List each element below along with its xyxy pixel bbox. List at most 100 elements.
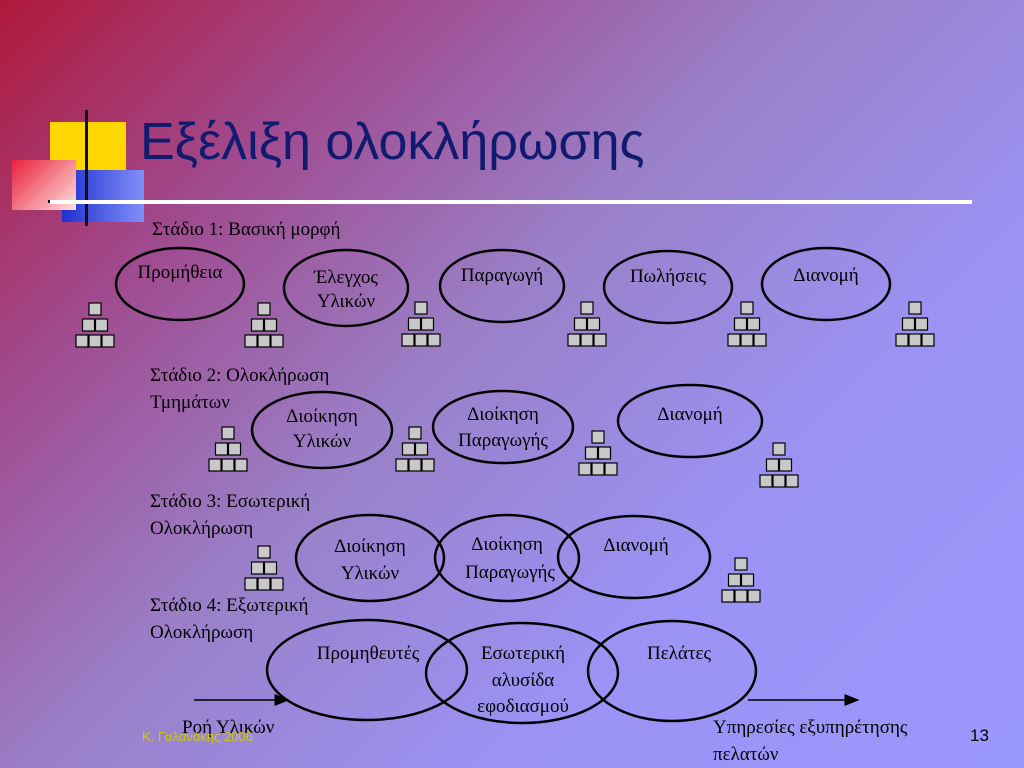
hierarchy-box xyxy=(81,318,96,332)
stage1-node-label: Υλικών xyxy=(317,291,376,312)
stage1-node-label: Διανομή xyxy=(793,265,859,286)
box-pyramid xyxy=(395,426,435,472)
hierarchy-box xyxy=(727,333,741,347)
stage2-ellipse-materials-mgmt xyxy=(250,390,394,470)
hierarchy-box xyxy=(420,317,435,331)
hierarchy-box xyxy=(567,333,581,347)
hierarchy-box xyxy=(584,446,599,460)
hierarchy-box xyxy=(263,561,278,575)
stage4-ellipse-suppliers xyxy=(265,618,469,722)
hierarchy-box xyxy=(772,474,786,488)
hierarchy-box xyxy=(414,301,428,315)
hierarchy-box xyxy=(573,317,588,331)
stage-label-line: Στάδιο 3: Εσωτερική xyxy=(150,491,311,512)
hierarchy-box xyxy=(208,458,222,472)
hierarchy-box xyxy=(221,426,235,440)
hierarchy-box xyxy=(591,462,605,476)
hierarchy-box xyxy=(734,557,748,571)
hierarchy-box xyxy=(88,302,102,316)
hierarchy-box xyxy=(753,333,767,347)
stage-label-line: Ολοκλήρωση xyxy=(150,518,254,539)
hierarchy-box xyxy=(604,462,618,476)
hierarchy-box xyxy=(407,317,422,331)
hierarchy-box xyxy=(901,317,916,331)
stage1-ellipse-distribution xyxy=(760,246,892,322)
stage2-ellipse-distribution xyxy=(616,383,764,459)
stage2-node-label: Παραγωγής xyxy=(458,430,548,451)
hierarchy-box xyxy=(257,302,271,316)
slide-title: Εξέλιξη ολοκλήρωσης xyxy=(140,113,645,171)
stage1-node-label: Παραγωγή xyxy=(461,265,543,286)
stage1-node-label: Έλεγχος xyxy=(313,267,378,288)
hierarchy-box xyxy=(586,317,601,331)
hierarchy-box xyxy=(733,317,748,331)
flow-right-label: Υπηρεσίες εξυπηρέτησης πελατών xyxy=(713,714,907,768)
stage1-node-label: Πωλήσεις xyxy=(630,266,707,287)
page-number: 13 xyxy=(970,726,989,745)
hierarchy-box xyxy=(244,334,258,348)
hierarchy-box xyxy=(427,333,441,347)
hierarchy-box xyxy=(908,333,922,347)
box-pyramid xyxy=(567,301,607,347)
stage4-node-label: Πελάτες xyxy=(647,643,711,664)
hierarchy-box xyxy=(593,333,607,347)
flow-right-label-line: πελατών xyxy=(713,744,779,765)
hierarchy-box xyxy=(408,458,422,472)
box-pyramid xyxy=(895,301,935,347)
box-pyramid xyxy=(244,302,284,348)
title-underline xyxy=(50,200,972,204)
hierarchy-box xyxy=(257,334,271,348)
hierarchy-box xyxy=(234,458,248,472)
stage4-ellipse-internal-chain xyxy=(424,621,620,725)
stage3-ellipse-production-mgmt xyxy=(433,513,581,603)
hierarchy-box xyxy=(421,458,435,472)
stage4-node-label: αλυσίδα xyxy=(492,670,555,691)
stage3-ellipse-distribution xyxy=(556,514,712,600)
stage3-node-label: Διανομή xyxy=(603,535,669,556)
box-pyramid xyxy=(401,301,441,347)
hierarchy-box xyxy=(580,301,594,315)
box-pyramid xyxy=(244,545,284,591)
hierarchy-box xyxy=(759,474,773,488)
stage2-node-label: Υλικών xyxy=(293,431,352,452)
stage3-node-label: Διοίκηση xyxy=(334,536,406,557)
stage-label-line: Στάδιο 1: Βασική μορφή xyxy=(152,219,341,240)
stage2-label: Στάδιο 2: Ολοκλήρωση Τμημάτων xyxy=(150,362,329,416)
box-pyramid xyxy=(759,442,799,488)
stage3-ellipse-materials-mgmt xyxy=(294,513,446,603)
stage2-node-label: Διοίκηση xyxy=(467,404,539,425)
hierarchy-box xyxy=(727,573,742,587)
stage1-node-label: Προμήθεια xyxy=(138,262,223,283)
stage4-node-label: Προμηθευτές xyxy=(317,643,420,664)
hierarchy-box xyxy=(765,458,780,472)
stage3-node-label: Διοίκηση xyxy=(471,534,543,555)
hierarchy-box xyxy=(734,589,748,603)
stage3-label: Στάδιο 3: Εσωτερική Ολοκλήρωση xyxy=(150,488,310,542)
stage2-ellipse-production-mgmt xyxy=(431,389,575,465)
stage1-ellipse-materials-control xyxy=(282,248,410,328)
stage2-node-label: Διοίκηση xyxy=(286,406,358,427)
box-pyramid xyxy=(578,430,618,476)
hierarchy-box xyxy=(580,333,594,347)
stage1-ellipse-production xyxy=(438,248,566,324)
stage3-node-label: Υλικών xyxy=(341,563,400,584)
hierarchy-box xyxy=(408,426,422,440)
hierarchy-box xyxy=(597,446,612,460)
box-pyramid xyxy=(208,426,248,472)
hierarchy-box xyxy=(257,577,271,591)
hierarchy-box xyxy=(414,442,429,456)
hierarchy-box xyxy=(740,301,754,315)
hierarchy-box xyxy=(395,458,409,472)
hierarchy-box xyxy=(244,577,258,591)
hierarchy-box xyxy=(414,333,428,347)
stage-label-line: Τμημάτων xyxy=(150,392,230,413)
hierarchy-box xyxy=(75,334,89,348)
stage-label-line: Στάδιο 2: Ολοκλήρωση xyxy=(150,365,330,386)
hierarchy-box xyxy=(227,442,242,456)
stage2-diagram: Διοίκηση Υλικών Διοίκηση Παραγωγής Διανο… xyxy=(250,383,764,470)
hierarchy-box xyxy=(250,318,265,332)
hierarchy-box xyxy=(88,334,102,348)
logo-vertical-line xyxy=(85,110,88,226)
